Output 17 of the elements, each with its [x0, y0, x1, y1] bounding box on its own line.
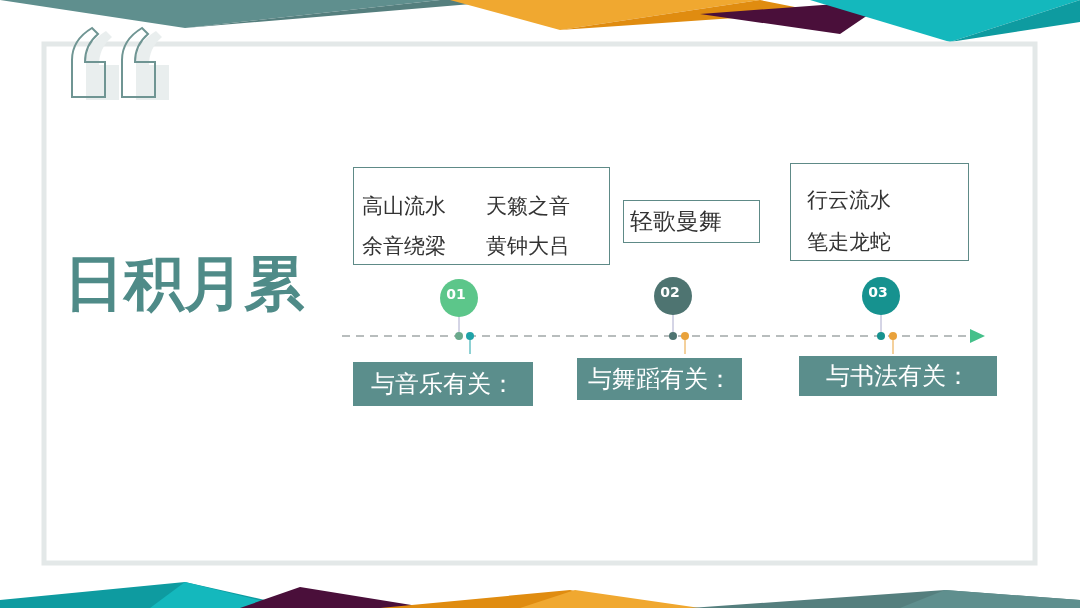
idiom-text: 天籁之音	[486, 196, 570, 217]
idiom-text: 轻歌曼舞	[630, 210, 722, 233]
category-label: 与舞蹈有关：	[577, 358, 742, 400]
idiom-text: 高山流水	[362, 196, 446, 217]
idiom-text: 余音绕梁	[362, 236, 446, 257]
idiom-text: 黄钟大吕	[486, 236, 570, 257]
number-circle: 02	[654, 277, 692, 315]
idiom-text: 行云流水	[807, 190, 891, 211]
category-label: 与书法有关：	[799, 356, 997, 396]
text-box	[353, 167, 610, 265]
text-box	[623, 200, 760, 243]
number-circle: 03	[862, 277, 900, 315]
text-box	[790, 163, 969, 261]
title: 日积月累	[64, 250, 304, 316]
number-circle: 01	[440, 279, 478, 317]
idiom-text: 笔走龙蛇	[807, 232, 891, 253]
category-label: 与音乐有关：	[353, 362, 533, 406]
